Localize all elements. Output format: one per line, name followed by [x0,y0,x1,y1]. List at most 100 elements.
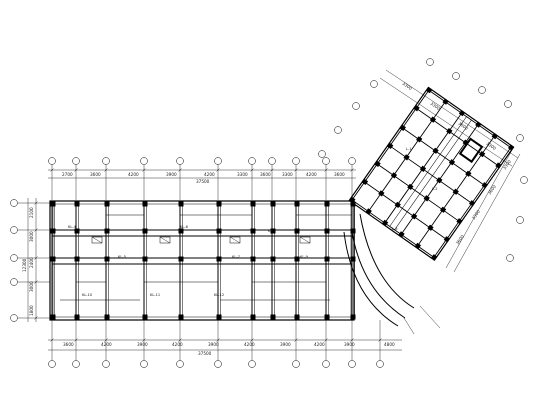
column-5-3 [216,314,222,320]
wing-column-2-1 [390,172,398,179]
grid-bubble-wing-4 [370,80,378,88]
grid-bubble-wing-7 [318,150,326,158]
column-5-2 [216,256,222,262]
main-block-beams [49,200,356,321]
grid-bubble-wing-5 [352,102,360,110]
column-7-2 [270,256,276,262]
curved-connector [343,213,415,327]
grid-bubble-bottom-5 [214,360,222,368]
wing-dim-4: 3300 [485,141,497,151]
beam-label-3: KL-6 [180,225,189,229]
wing-col-line-2 [376,163,460,222]
bottom-dim-total: 37500 [198,351,212,356]
column-4-0 [178,201,184,207]
column-8-1 [294,228,300,234]
left-dim-2: 3000 [29,231,34,242]
bottom-dim-1: 3600 [63,342,74,347]
beam-label-6: KL-9 [300,255,309,259]
column-2-1 [104,228,110,234]
wing-column-1-0 [361,178,369,186]
wing-column-4-1 [416,136,423,143]
left-tick-3 [34,280,38,284]
wing-col-line-1 [364,181,447,240]
bottom-tick-10 [378,338,382,342]
column-10-1 [350,228,356,234]
opening-1 [159,236,171,244]
wing-column-1-2 [394,201,401,208]
column-3-2 [142,256,148,262]
grid-bubble-top-2 [102,157,110,165]
wing-column-2-0 [374,160,381,168]
bottom-dim-8: 4200 [314,342,325,347]
wing-column-2-5 [456,218,463,225]
column-0-2 [50,256,56,262]
column-9-2 [324,256,330,262]
wing-column-4-2 [432,147,439,154]
wing-dim-line-2 [385,69,519,159]
grid-bubble-wing-side-3 [506,254,514,262]
grid-bubble-left-4 [10,314,18,322]
column-0-3 [50,314,56,320]
wing-column-3-3 [436,177,443,184]
top-dim-total: 37500 [196,179,210,184]
column-3-3 [142,314,148,320]
column-6-0 [250,201,256,207]
wing-dim-2: 3300 [429,101,441,111]
column-5-0 [216,201,222,207]
grid-bubble-top-7 [268,157,276,165]
grid-bubble-bottom-2 [102,360,110,368]
column-3-1 [142,228,148,234]
column-10-2 [350,256,356,262]
bottom-dim-6: 4200 [244,342,255,347]
wing-column-0-4 [414,242,422,249]
top-dim-3: 4200 [128,172,139,177]
wing-column-2-3 [423,195,430,202]
top-dim-8: 3300 [282,172,293,177]
dimension-lines [18,69,521,360]
grid-bubble-wing-side-2 [516,216,524,224]
top-dimension-chain: 2700 3600 4200 3900 4200 3300 3600 3300 … [62,172,345,184]
beam-label-4: KL-7 [232,255,240,259]
grid-bubble-bottom-7 [292,360,300,368]
top-tick-4 [178,168,182,172]
opening-cross-2 [229,236,241,244]
wing-column-3-1 [403,154,410,161]
column-4-3 [178,314,184,320]
beam-label-1: KL-4 [68,225,77,229]
wing-column-5-2 [446,128,453,135]
opening-3 [299,236,311,244]
column-6-1 [250,228,256,234]
bottom-tick-3 [142,338,146,342]
wing-side-dim-line-1 [445,149,513,269]
column-8-0 [294,201,300,207]
outer-wall [49,200,355,321]
grid-bubble-wing-side-0 [516,134,524,142]
column-8-3 [294,314,300,320]
curve-leader-1 [403,317,415,335]
wing-column-0-5 [431,254,438,261]
beam-label-11: L-2 [432,187,438,191]
grid-bubble-top-6 [248,157,256,165]
bottom-tick-1 [74,338,78,342]
opening-cross-0 [91,236,103,244]
wing-side-dim-4: 3600 [455,234,465,246]
beam-label-8: KL-11 [150,293,160,297]
beam-label-9: KL-12 [214,293,224,297]
wing-dimension-chain: 3300 3300 3600 3300 3300 3600 3300 3600 [401,81,512,246]
wing-corridor-1 [394,119,472,230]
column-10-3 [350,314,356,320]
wing-column-1-3 [410,213,418,220]
top-tick-5 [216,168,220,172]
column-7-0 [270,201,276,207]
left-dim-5: 1800 [29,305,34,316]
grid-bubble-top-1 [72,157,80,165]
wing-column-5-4 [478,150,486,158]
bottom-tick-5 [216,338,220,342]
beam-label-5: KL-8 [268,229,277,233]
opening-0 [91,236,103,244]
grid-bubble-bottom-10 [376,360,384,368]
wing-column-4-5 [481,182,488,189]
wing-column-5-0 [413,105,420,112]
wing-side-dim-1: 3300 [502,159,512,171]
wing-column-3-2 [419,165,427,172]
